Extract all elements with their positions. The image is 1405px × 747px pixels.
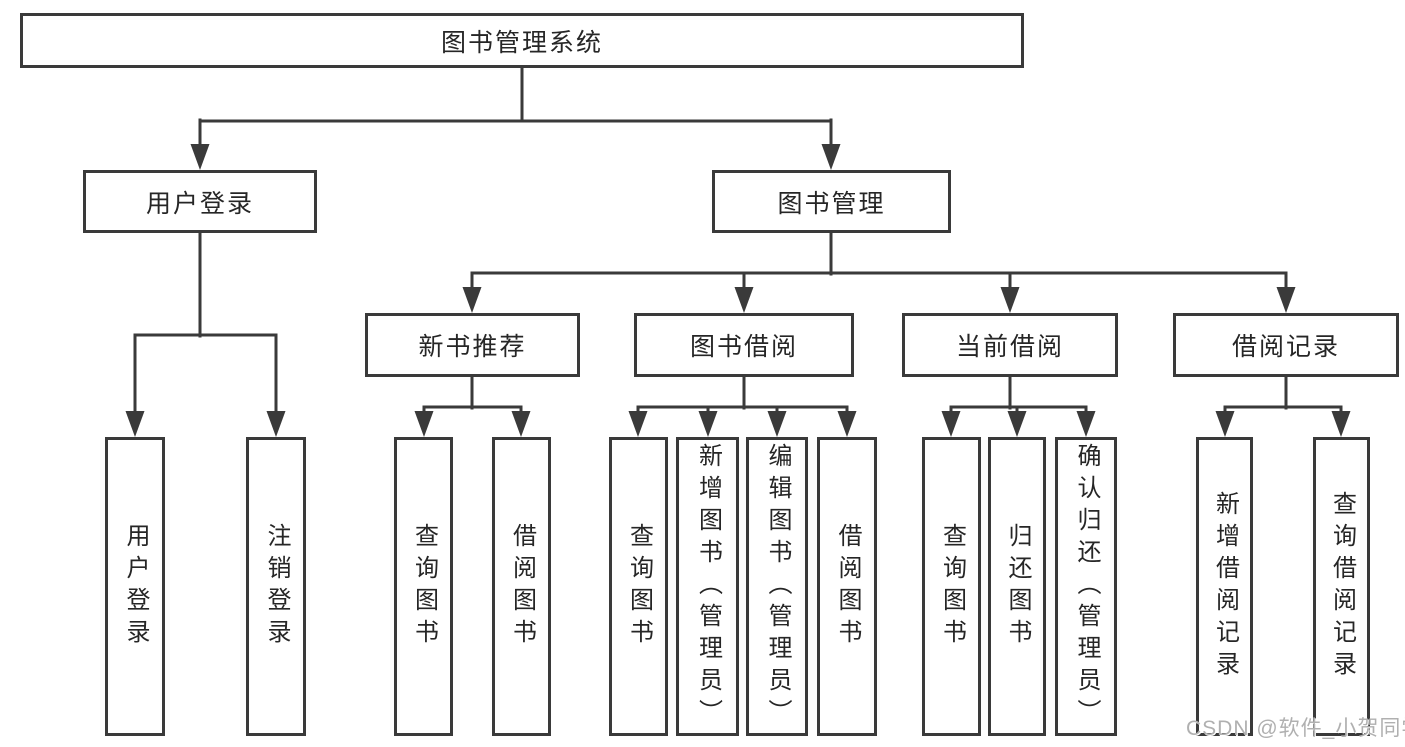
node-label: 确认归还（管理员）	[1073, 442, 1100, 731]
node-label: 借阅记录	[1231, 333, 1340, 361]
node-label: 新增图书（管理员）	[694, 442, 722, 731]
node-label: 图书借阅	[689, 333, 798, 361]
node-label: 查询图书	[625, 522, 653, 651]
leaf-borrow-books-borrow: 借阅图书	[817, 437, 877, 736]
leaf-return-book: 归还图书	[988, 437, 1046, 736]
leaf-query-books-recommend: 查询图书	[394, 437, 453, 736]
leaf-add-borrow-record: 新增借阅记录	[1196, 437, 1253, 736]
node-label: 归还图书	[1004, 522, 1031, 651]
node-current-borrow: 当前借阅	[902, 313, 1118, 377]
leaf-confirm-return-admin: 确认归还（管理员）	[1055, 437, 1117, 736]
node-book-borrow: 图书借阅	[634, 313, 854, 377]
node-label: 用户登录	[122, 522, 149, 651]
leaf-query-books-borrow: 查询图书	[609, 437, 668, 736]
node-label: 查询图书	[410, 522, 438, 651]
csdn-watermark: CSDN @软件_小贺同学	[1186, 717, 1405, 740]
leaf-user-login: 用户登录	[105, 437, 165, 736]
node-label: 查询借阅记录	[1328, 490, 1356, 683]
leaf-edit-book-admin: 编辑图书（管理员）	[746, 437, 808, 736]
node-label: 用户登录	[145, 189, 254, 218]
node-label: 编辑图书（管理员）	[764, 442, 791, 731]
node-label: 借阅图书	[508, 522, 536, 651]
node-user-login: 用户登录	[83, 170, 317, 233]
leaf-add-book-admin: 新增图书（管理员）	[676, 437, 739, 736]
leaf-query-books-current: 查询图书	[922, 437, 981, 736]
node-new-book-recommend: 新书推荐	[365, 313, 580, 377]
node-label: 注销登录	[263, 522, 290, 651]
node-label: 借阅图书	[834, 522, 861, 651]
node-borrow-records: 借阅记录	[1173, 313, 1399, 377]
node-label: 新增借阅记录	[1211, 490, 1239, 683]
node-label: 查询图书	[938, 522, 966, 651]
node-book-management: 图书管理	[712, 170, 951, 233]
node-label: 新书推荐	[418, 333, 527, 361]
leaf-logout-login: 注销登录	[246, 437, 306, 736]
node-label: 图书管理系统	[440, 28, 603, 57]
node-label: 当前借阅	[955, 333, 1064, 361]
node-root-system: 图书管理系统	[20, 13, 1024, 68]
leaf-borrow-books-recommend: 借阅图书	[492, 437, 551, 736]
node-label: 图书管理	[777, 189, 886, 218]
leaf-query-borrow-record: 查询借阅记录	[1313, 437, 1370, 736]
